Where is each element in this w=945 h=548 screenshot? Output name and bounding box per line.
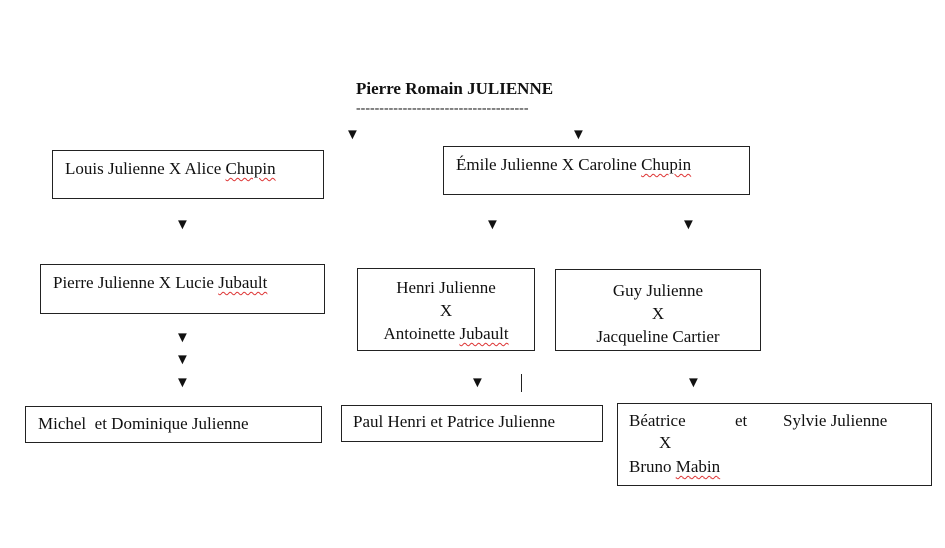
box-emile-caroline: Émile Julienne X Caroline Chupin xyxy=(443,146,750,195)
down-arrow-icon: ▼ xyxy=(681,217,696,233)
box-henri-antoinette: Henri Julienne X Antoinette Jubault xyxy=(357,268,535,351)
spellchecked-word: Jubault xyxy=(218,273,268,292)
down-arrow-icon: ▼ xyxy=(175,352,190,368)
box-label: Émile Julienne X Caroline xyxy=(456,155,642,174)
down-arrow-icon: ▼ xyxy=(686,375,701,391)
spellchecked-word: Jubault xyxy=(459,324,509,343)
root-underline-dashes: ------------------------------------- xyxy=(356,101,529,116)
box-line: Antoinette Jubault xyxy=(358,322,534,345)
spellchecked-word: Chupin xyxy=(225,159,276,178)
box-label: Antoinette xyxy=(383,324,460,343)
box-paul-patrice: Paul Henri et Patrice Julienne xyxy=(341,405,603,442)
marriage-x: X xyxy=(439,301,453,320)
marriage-x: X xyxy=(659,433,672,452)
down-arrow-icon: ▼ xyxy=(470,375,485,391)
conjunction: et xyxy=(735,411,748,430)
marriage-x: X xyxy=(651,304,665,323)
spouse-name: Bruno Mabin xyxy=(629,457,720,477)
child-name: Béatrice xyxy=(629,411,686,430)
box-line: Guy Julienne xyxy=(612,281,704,300)
box-line: Henri Julienne xyxy=(396,278,496,297)
box-beatrice-sylvie: Béatrice et Sylvie Julienne X Bruno Mabi… xyxy=(617,403,932,486)
connector-line xyxy=(521,374,522,392)
box-line: Jacqueline Cartier xyxy=(596,327,720,346)
down-arrow-icon: ▼ xyxy=(175,217,190,233)
root-name: Pierre Romain JULIENNE xyxy=(356,79,554,98)
box-label: Michel et Dominique Julienne xyxy=(38,414,249,433)
down-arrow-icon: ▼ xyxy=(175,330,190,346)
box-label: Paul Henri et Patrice Julienne xyxy=(353,412,556,431)
box-label: Pierre Julienne X Lucie xyxy=(53,273,219,292)
box-louis-alice: Louis Julienne X Alice Chupin xyxy=(52,150,324,199)
down-arrow-icon: ▼ xyxy=(345,127,360,143)
spellchecked-word: Mabin xyxy=(675,457,721,476)
child-name: Sylvie Julienne xyxy=(783,411,888,430)
box-label: Bruno xyxy=(629,457,676,476)
box-pierre-lucie: Pierre Julienne X Lucie Jubault xyxy=(40,264,325,314)
down-arrow-icon: ▼ xyxy=(175,375,190,391)
spellchecked-word: Chupin xyxy=(641,155,692,174)
box-guy-jacqueline: Guy Julienne X Jacqueline Cartier xyxy=(555,269,761,351)
down-arrow-icon: ▼ xyxy=(571,127,586,143)
box-label: Louis Julienne X Alice xyxy=(65,159,226,178)
box-michel-dominique: Michel et Dominique Julienne xyxy=(25,406,322,443)
down-arrow-icon: ▼ xyxy=(485,217,500,233)
